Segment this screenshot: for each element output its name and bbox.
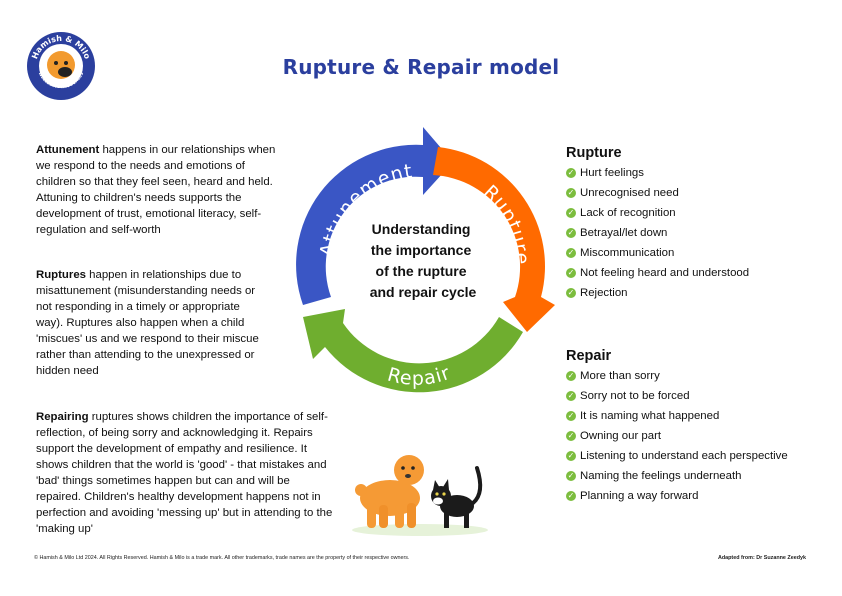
list-item: ✓Naming the feelings underneath	[566, 470, 742, 482]
check-icon: ✓	[566, 491, 576, 501]
rupture-list: ✓Hurt feelings ✓Unrecognised need ✓Lack …	[566, 166, 836, 306]
check-icon: ✓	[566, 471, 576, 481]
dog-illustration	[355, 455, 424, 528]
repair-section: Repair ✓More than sorry ✓Sorry not to be…	[566, 348, 836, 509]
attunement-lead: Attunement	[36, 144, 100, 156]
rupture-label: Rupture	[479, 181, 532, 266]
list-item: ✓Owning our part	[566, 430, 662, 442]
check-icon: ✓	[566, 208, 576, 218]
rupture-section: Rupture ✓Hurt feelings ✓Unrecognised nee…	[566, 145, 836, 306]
check-icon: ✓	[566, 168, 576, 178]
repair-heading: Repair	[566, 348, 612, 364]
check-icon: ✓	[566, 411, 576, 421]
rupture-arrow	[433, 147, 555, 332]
list-item: ✓Betrayal/let down	[566, 227, 668, 239]
list-item: ✓Rejection	[566, 287, 628, 299]
list-item: ✓Miscommunication	[566, 247, 675, 259]
repair-arrow	[303, 309, 523, 393]
list-item: ✓Not feeling heard and understood	[566, 267, 750, 279]
ruptures-lead: Ruptures	[36, 269, 86, 281]
check-icon: ✓	[566, 371, 576, 381]
list-item: ✓Listening to understand each perspectiv…	[566, 450, 788, 462]
svg-text:Rupture: Rupture	[479, 181, 533, 266]
repairing-lead: Repairing	[36, 411, 89, 423]
check-icon: ✓	[566, 268, 576, 278]
center-line-1: Understanding	[372, 221, 471, 237]
dog-and-cat-illustration	[352, 455, 488, 536]
cat-illustration	[431, 466, 483, 528]
repairing-paragraph: Repairing ruptures shows children the im…	[36, 409, 336, 537]
attunement-text: happens in our relationships when we res…	[36, 144, 276, 236]
attunement-paragraph: Attunement happens in our relationships …	[36, 142, 286, 238]
check-icon: ✓	[566, 228, 576, 238]
repair-list: ✓More than sorry ✓Sorry not to be forced…	[566, 369, 836, 509]
repairing-text: ruptures shows children the importance o…	[36, 411, 333, 535]
check-icon: ✓	[566, 391, 576, 401]
attribution-footer: Adapted from: Dr Suzanne Zeedyk	[717, 555, 806, 561]
check-icon: ✓	[566, 431, 576, 441]
svg-text:Understanding the importan: Understanding the importance of the rupt…	[370, 221, 477, 300]
attunement-arrow	[296, 127, 453, 305]
rupture-heading: Rupture	[566, 145, 622, 161]
check-icon: ✓	[566, 288, 576, 298]
list-item: ✓Sorry not to be forced	[566, 390, 690, 402]
ruptures-text: happen in relationships due to misattune…	[36, 269, 259, 377]
check-icon: ✓	[566, 188, 576, 198]
rupture-repair-cycle-diagram: Attunement Rupture Repair Understanding …	[296, 127, 555, 393]
list-item: ✓More than sorry	[566, 370, 660, 382]
hamish-milo-logo: Hamish & Milo WELLBEING RESOURCES	[27, 32, 95, 100]
center-line-3: of the rupture	[376, 263, 467, 279]
check-icon: ✓	[566, 248, 576, 258]
copyright-footer: © Hamish & Milo Ltd 2024. All Rights Res…	[34, 555, 410, 561]
list-item: ✓Lack of recognition	[566, 207, 676, 219]
list-item: ✓Hurt feelings	[566, 167, 644, 179]
center-line-2: the importance	[371, 242, 472, 258]
center-line-4: and repair cycle	[370, 284, 477, 300]
list-item: ✓Planning a way forward	[566, 490, 699, 502]
list-item: ✓It is naming what happened	[566, 410, 720, 422]
check-icon: ✓	[566, 451, 576, 461]
ruptures-paragraph: Ruptures happen in relationships due to …	[36, 267, 268, 379]
list-item: ✓Unrecognised need	[566, 187, 679, 199]
page-title: Rupture & Repair model	[282, 55, 560, 79]
